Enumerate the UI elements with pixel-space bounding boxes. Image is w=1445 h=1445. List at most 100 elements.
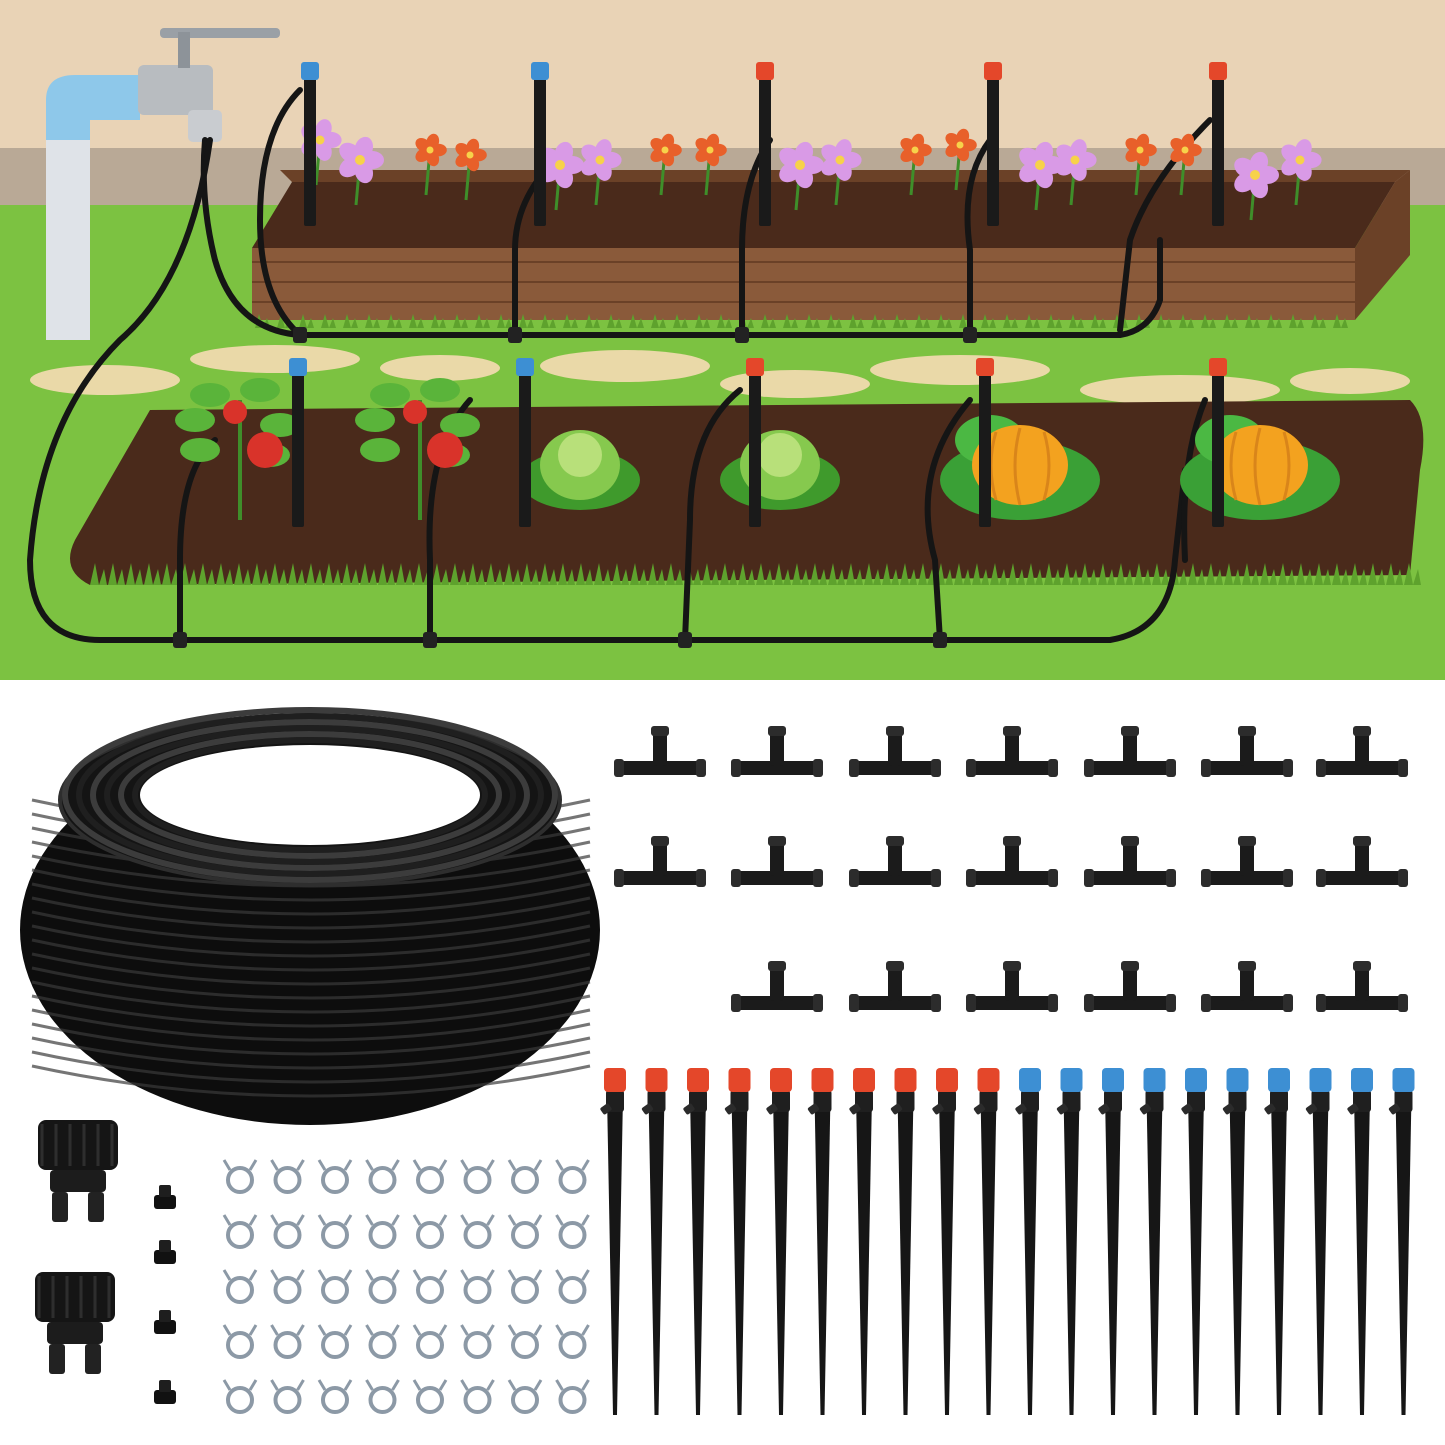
hose-adapter: [38, 1120, 118, 1222]
clamp-ring: [226, 1221, 254, 1249]
coil-loop: [31, 896, 591, 930]
emitter-cap: [516, 358, 534, 376]
tap-nozzle: [188, 110, 222, 142]
hose-clamp: [507, 1214, 543, 1249]
kit-contents: [20, 707, 1415, 1415]
flower: [695, 133, 727, 196]
grass-tuft: [432, 563, 449, 585]
clamp-center: [424, 1174, 436, 1186]
blue-emitter-stake: [1098, 1068, 1124, 1415]
hose-clamp: [460, 1379, 495, 1414]
coil-top-ring: [118, 731, 502, 859]
tee-barb: [813, 994, 823, 1012]
stake-barb: [766, 1103, 778, 1115]
grass-tuft: [612, 563, 629, 585]
tube-tee: [423, 632, 437, 648]
tee-connector: [849, 836, 941, 887]
clamp-ring: [368, 1166, 397, 1194]
coil-top-ring: [104, 725, 516, 865]
flower-center: [555, 160, 565, 170]
stake-cap: [1268, 1068, 1290, 1092]
clamp-ring: [511, 1276, 539, 1304]
emitter-stake: [749, 372, 761, 527]
coil-loop: [31, 1064, 591, 1098]
grass-tuft: [343, 314, 358, 328]
hose-clamp: [412, 1324, 448, 1359]
flower-center: [1035, 160, 1045, 170]
emitter-cap: [756, 62, 774, 80]
clamp-center: [519, 1339, 531, 1351]
flower: [650, 133, 682, 196]
stake-spike: [1271, 1095, 1287, 1415]
flower: [1056, 139, 1097, 206]
grass-tuft: [1025, 314, 1040, 328]
stake-head: [1353, 1090, 1371, 1112]
blue-emitter-stake: [1056, 1068, 1083, 1415]
water-spigot: [46, 28, 280, 340]
tee-barb: [768, 961, 786, 971]
clamp-ring: [226, 1166, 254, 1194]
grass-tuft: [563, 314, 578, 328]
flower-petal: [354, 136, 374, 161]
flower-petal: [426, 133, 440, 151]
tube-tee: [933, 632, 947, 648]
flower-petal: [1069, 139, 1087, 161]
grass-tuft: [1223, 314, 1238, 328]
grass-tuft: [1157, 314, 1172, 328]
tee-barb: [1084, 869, 1094, 887]
flower: [945, 128, 977, 191]
flower-center: [466, 151, 474, 159]
clamp-center: [471, 1339, 484, 1351]
clamp-ring: [463, 1221, 492, 1249]
hose-clamp: [365, 1379, 400, 1414]
grass-tuft: [936, 563, 953, 585]
hose-clamp: [460, 1214, 495, 1249]
coil-loop: [31, 924, 591, 958]
tee-barb: [1121, 726, 1139, 736]
grass-tuft: [453, 314, 468, 328]
tee-barb: [1084, 759, 1094, 777]
grass-tuft: [1314, 563, 1331, 585]
grass-tuft: [321, 314, 336, 328]
clamp-ring: [273, 1331, 302, 1359]
coil-loop: [31, 966, 591, 1000]
clamp-center: [471, 1174, 484, 1186]
garden-scene: [0, 0, 1445, 680]
clamp-ring: [558, 1331, 587, 1359]
clamp-center: [566, 1174, 579, 1186]
coil-loop: [31, 1050, 591, 1084]
tee-body: [1084, 871, 1176, 885]
tee-barb: [1353, 836, 1371, 846]
tee-connector: [849, 961, 941, 1012]
flower-petal: [554, 141, 574, 166]
clamp-ear: [270, 1324, 305, 1336]
tomato-leaf: [440, 413, 480, 437]
grass-tuft: [1350, 563, 1367, 585]
clamp-ear: [365, 1269, 400, 1281]
stake-cap: [1309, 1068, 1332, 1092]
coil-loop: [31, 1008, 591, 1042]
tee-barb: [1048, 869, 1058, 887]
clamp-center: [329, 1339, 341, 1351]
stake-barb: [1264, 1103, 1276, 1115]
stepping-stone: [870, 355, 1050, 385]
tee-body: [849, 871, 941, 885]
stake-head: [606, 1090, 624, 1112]
clamp-ear: [412, 1159, 448, 1171]
clamp-ear: [460, 1159, 495, 1171]
red-emitter-stake: [807, 1068, 834, 1415]
clamp-ring: [226, 1331, 254, 1359]
grass-tuft: [126, 563, 143, 585]
plug-barb: [159, 1310, 171, 1322]
tomato-leaf: [180, 438, 220, 462]
clamp-center: [329, 1284, 341, 1296]
grass-tuft: [1296, 563, 1313, 585]
clamp-center: [234, 1339, 246, 1351]
stepping-stone: [30, 365, 180, 395]
stake-barb: [1098, 1103, 1110, 1115]
grass-tuft: [409, 314, 424, 328]
hose-clamp: [460, 1269, 495, 1304]
clamp-ring: [368, 1276, 397, 1304]
tap-body: [138, 65, 213, 115]
stake-barb: [932, 1103, 944, 1115]
